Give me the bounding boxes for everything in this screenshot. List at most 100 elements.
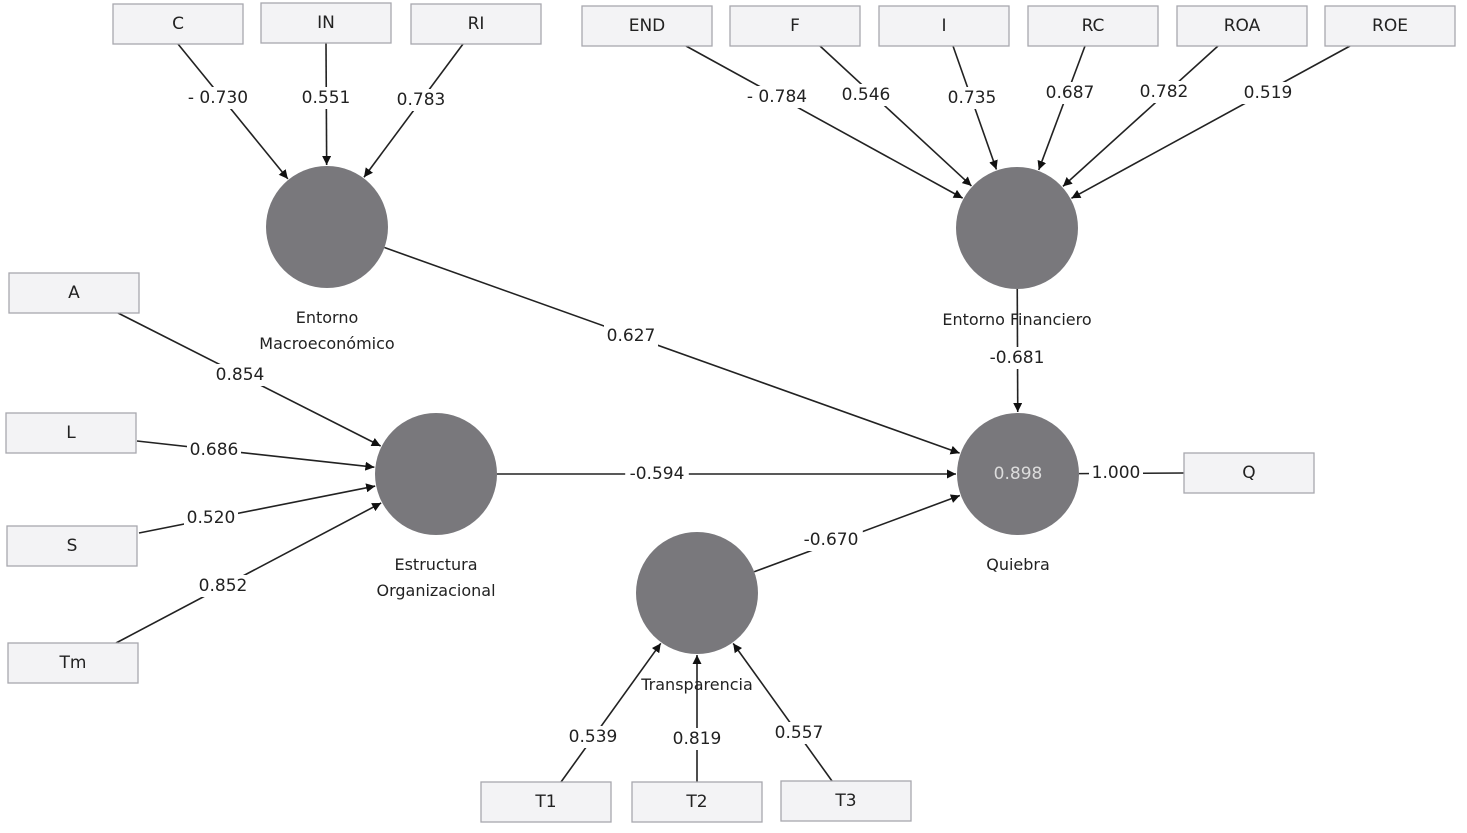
indicator-L[interactable]: L — [5, 412, 137, 454]
edge-line — [819, 45, 973, 187]
loading-value-C-bg — [181, 87, 255, 109]
indicator-label: S — [67, 536, 78, 556]
path-coefficient-EO-QU-group: -0.594 — [625, 463, 689, 485]
indicator-box[interactable] — [260, 2, 392, 44]
construct-label: Entorno Financiero — [942, 310, 1091, 329]
indicator-box[interactable] — [5, 412, 137, 454]
loading-value-RC-bg — [1043, 82, 1097, 104]
indicator-T1[interactable]: T1 — [480, 781, 612, 823]
loading-value-END-bg — [740, 86, 814, 108]
construct-EF[interactable] — [956, 167, 1078, 289]
edge-line — [1037, 45, 1086, 171]
edge-line — [560, 642, 662, 783]
loading-edge-L — [136, 440, 375, 471]
edge-line — [115, 502, 382, 644]
indicator-T2[interactable]: T2 — [631, 781, 763, 823]
indicator-Q[interactable]: Q — [1183, 452, 1315, 494]
indicator-T3[interactable]: T3 — [780, 780, 912, 822]
loading-value-A: 0.854 — [216, 365, 265, 385]
construct-circle[interactable] — [266, 166, 388, 288]
construct-EO[interactable] — [375, 413, 497, 535]
indicator-C[interactable]: C — [112, 3, 244, 45]
indicator-END[interactable]: END — [581, 5, 713, 47]
indicator-box[interactable] — [8, 272, 140, 314]
construct-label: Quiebra — [986, 555, 1050, 574]
indicator-box[interactable] — [878, 5, 1010, 47]
loading-value-S-bg — [184, 507, 238, 529]
loading-value-L: 0.686 — [190, 440, 239, 460]
loading-value-Q-bg — [1089, 462, 1143, 484]
path-coefficient-EF-QU-group: -0.681 — [985, 347, 1049, 369]
edge-line — [136, 440, 375, 471]
indicator-label: T3 — [834, 791, 856, 811]
edge-line — [138, 483, 376, 534]
loading-value-RC-group: 0.687 — [1043, 82, 1097, 104]
edge-line — [685, 45, 964, 199]
loading-value-Tm-group: 0.852 — [196, 575, 250, 597]
construct-label: Transparencia — [640, 675, 753, 694]
indicator-label: F — [790, 16, 800, 36]
loading-value-IN: 0.551 — [302, 88, 351, 108]
loading-value-Tm-bg — [196, 575, 250, 597]
indicator-box[interactable] — [729, 5, 861, 47]
indicator-ROA[interactable]: ROA — [1176, 5, 1308, 47]
loading-value-ROE: 0.519 — [1244, 83, 1293, 103]
loading-value-T3: 0.557 — [775, 723, 824, 743]
indicator-label: IN — [317, 13, 335, 33]
indicator-A[interactable]: A — [8, 272, 140, 314]
loading-value-RC: 0.687 — [1046, 83, 1095, 103]
construct-circle[interactable] — [957, 413, 1079, 535]
indicator-box[interactable] — [480, 781, 612, 823]
indicator-box[interactable] — [1183, 452, 1315, 494]
loading-value-Q: 1.000 — [1092, 463, 1141, 483]
indicator-label: T2 — [685, 792, 707, 812]
indicator-box[interactable] — [112, 3, 244, 45]
construct-TR[interactable] — [636, 532, 758, 654]
indicator-box[interactable] — [6, 525, 138, 567]
construct-label: Macroeconómico — [259, 334, 394, 353]
indicator-Tm[interactable]: Tm — [7, 642, 139, 684]
loading-edge-Tm — [115, 502, 382, 644]
edge-line — [384, 246, 960, 455]
construct-circle[interactable] — [375, 413, 497, 535]
indicator-IN[interactable]: IN — [260, 2, 392, 44]
indicator-box[interactable] — [631, 781, 763, 823]
loading-value-Tm: 0.852 — [199, 576, 248, 596]
loading-value-L-group: 0.686 — [187, 439, 241, 461]
loading-value-RI-bg — [394, 89, 448, 111]
indicator-label: RC — [1082, 16, 1105, 36]
loading-value-ROE-bg — [1241, 82, 1295, 104]
loading-value-C-group: - 0.730 — [181, 87, 255, 109]
loading-value-Q-group: 1.000 — [1089, 462, 1143, 484]
indicator-ROE[interactable]: ROE — [1324, 5, 1456, 47]
indicator-box[interactable] — [1324, 5, 1456, 47]
indicator-box[interactable] — [410, 3, 542, 45]
indicator-box[interactable] — [1176, 5, 1308, 47]
path-coefficient-EM-QU: 0.627 — [607, 326, 656, 346]
indicator-label: END — [629, 16, 666, 36]
loading-value-T2: 0.819 — [673, 729, 722, 749]
construct-label: Estructura — [394, 555, 477, 574]
path-coefficient-TR-QU-bg — [799, 529, 863, 551]
construct-circle[interactable] — [636, 532, 758, 654]
construct-EM[interactable] — [266, 166, 388, 288]
indicator-F[interactable]: F — [729, 5, 861, 47]
loading-value-IN-bg — [299, 87, 353, 109]
path-coefficient-TR-QU-group: -0.670 — [799, 529, 863, 551]
indicator-RC[interactable]: RC — [1027, 5, 1159, 47]
indicator-RI[interactable]: RI — [410, 3, 542, 45]
construct-QU[interactable]: 0.898 — [957, 413, 1079, 535]
indicator-S[interactable]: S — [6, 525, 138, 567]
indicator-box[interactable] — [780, 780, 912, 822]
loading-value-A-group: 0.854 — [213, 364, 267, 386]
indicator-box[interactable] — [1027, 5, 1159, 47]
path-coefficient-EM-QU-bg — [604, 325, 658, 347]
loading-value-END-group: - 0.784 — [740, 86, 814, 108]
indicator-box[interactable] — [7, 642, 139, 684]
indicator-I[interactable]: I — [878, 5, 1010, 47]
construct-circle[interactable] — [956, 167, 1078, 289]
loading-value-L-bg — [187, 439, 241, 461]
indicator-box[interactable] — [581, 5, 713, 47]
